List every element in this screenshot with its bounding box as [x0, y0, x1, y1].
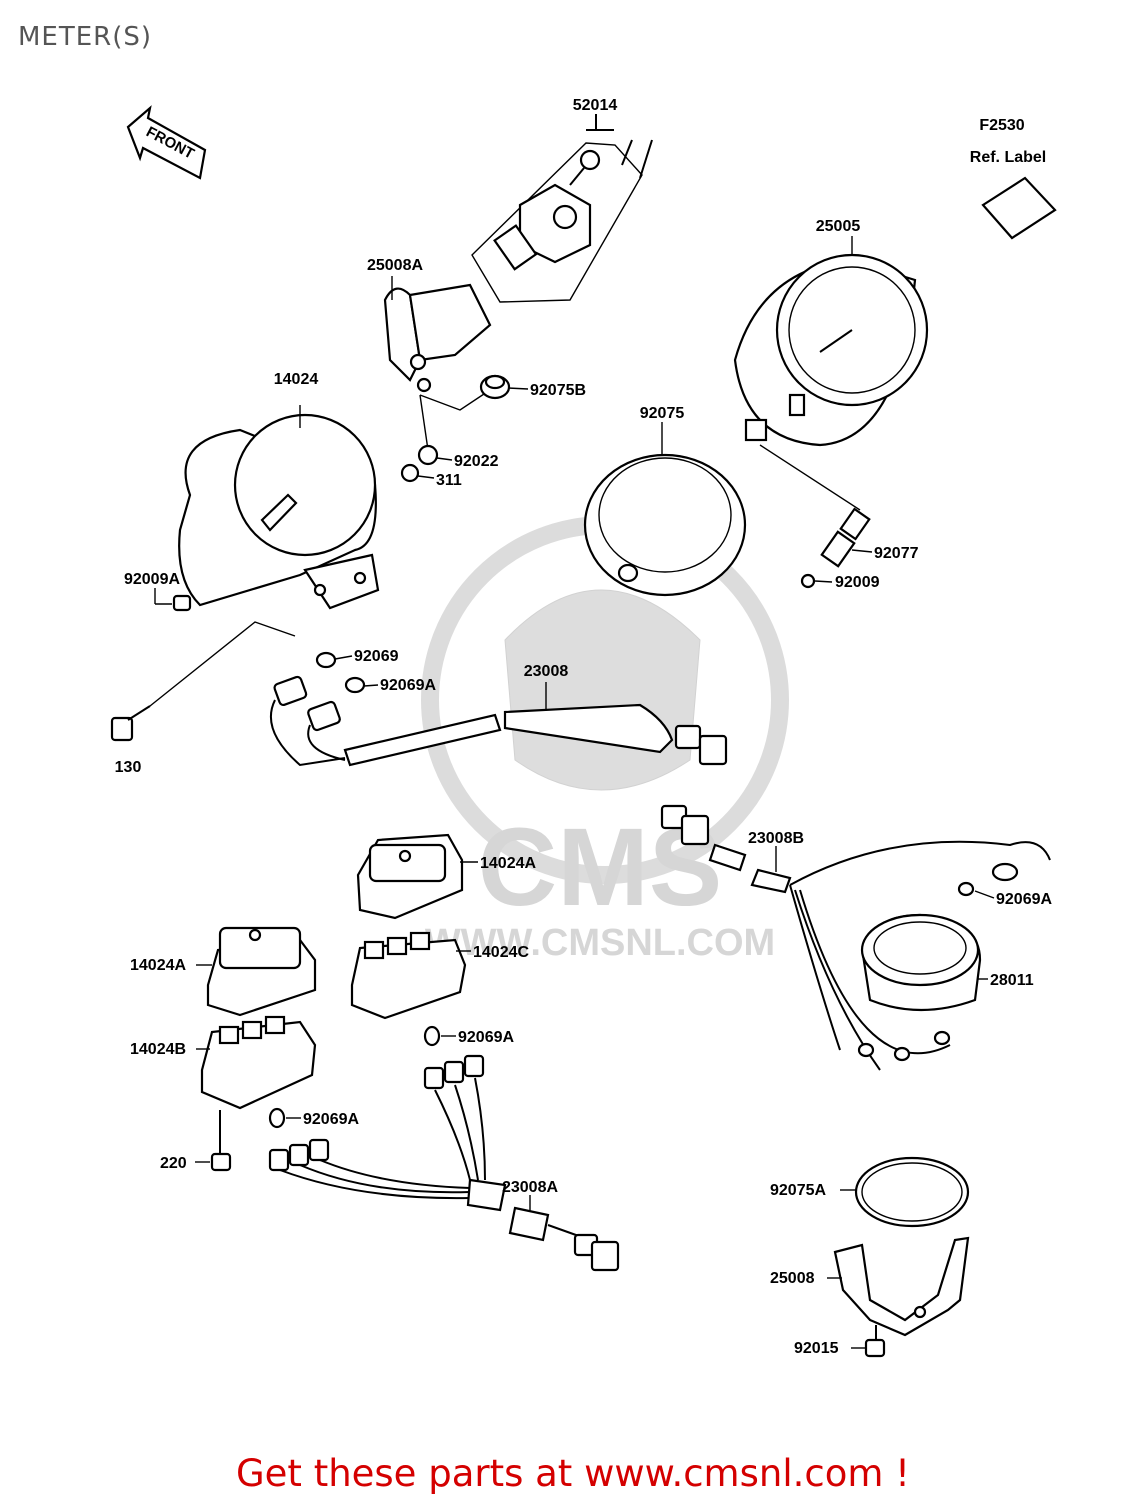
part-14024	[178, 405, 380, 610]
part-14024B	[200, 1015, 317, 1110]
callout-23008B: 23008B	[748, 830, 804, 847]
callout-23008A: 23008A	[502, 1179, 558, 1196]
ref-label-icon	[981, 176, 1057, 240]
callout-92077: 92077	[874, 545, 919, 562]
callout-92069A-c: 92069A	[458, 1029, 514, 1046]
callout-92015: 92015	[794, 1340, 839, 1357]
part-92009A	[154, 588, 192, 612]
front-arrow: FRONT	[126, 105, 207, 180]
part-92075	[583, 422, 747, 597]
callout-14024A-a: 14024A	[480, 855, 536, 872]
part-92075B	[479, 374, 511, 400]
callout-52014: 52014	[573, 97, 618, 114]
callout-220: 220	[160, 1155, 187, 1172]
part-92022-311	[400, 444, 439, 483]
callout-92009A: 92009A	[124, 571, 180, 588]
callout-92069A-d: 92069A	[303, 1111, 359, 1128]
part-23008B	[660, 804, 1051, 1071]
part-14024A-lower	[206, 926, 317, 1017]
callout-25008: 25008	[770, 1270, 815, 1287]
callout-92009: 92009	[835, 574, 880, 591]
part-130	[110, 621, 296, 742]
part-25008A	[383, 283, 492, 451]
callout-14024: 14024	[274, 371, 319, 388]
part-52014	[471, 114, 653, 303]
callout-92075B: 92075B	[530, 382, 586, 399]
callout-labels: 52014 25008A 92075B 14024 92022 311 2500…	[115, 97, 1053, 1357]
callout-92022: 92022	[454, 453, 499, 470]
part-92069A-bulbs	[268, 1025, 441, 1129]
callout-23008: 23008	[524, 663, 569, 680]
callout-25008A: 25008A	[367, 257, 423, 274]
part-14024C	[350, 931, 467, 1020]
callout-92069A-a: 92069A	[380, 677, 436, 694]
ref-label-block: F2530 Ref. Label	[970, 117, 1057, 240]
part-92075A	[854, 1156, 970, 1228]
ref-label-text: Ref. Label	[970, 149, 1046, 166]
figure-ref: F2530	[979, 117, 1024, 134]
callout-25005: 25005	[816, 218, 861, 235]
callout-92069A-b: 92069A	[996, 891, 1052, 908]
callout-28011: 28011	[990, 972, 1034, 989]
part-23008	[269, 651, 728, 767]
part-220	[210, 1110, 232, 1172]
part-14024A-upper	[356, 833, 464, 920]
part-92015	[864, 1325, 886, 1358]
watermark-url: WWW.CMSNL.COM	[425, 922, 775, 964]
part-92009	[800, 573, 816, 589]
part-25005	[733, 236, 929, 511]
callout-92069: 92069	[354, 648, 399, 665]
footer-promo-link[interactable]: Get these parts at www.cmsnl.com !	[235, 1452, 910, 1495]
page-title: METER(S)	[18, 22, 153, 52]
cms-watermark: CMS WWW.CMSNL.COM	[421, 516, 789, 964]
callout-92075A: 92075A	[770, 1182, 826, 1199]
callout-14024A-b: 14024A	[130, 957, 186, 974]
part-23008A	[268, 1054, 620, 1272]
callout-14024C: 14024C	[473, 944, 529, 961]
callout-14024B: 14024B	[130, 1041, 186, 1058]
callout-92075: 92075	[640, 405, 685, 422]
callout-130: 130	[115, 759, 142, 776]
part-25008	[833, 1236, 970, 1337]
callout-311: 311	[436, 472, 462, 489]
part-28011	[860, 913, 982, 1012]
part-92077	[820, 507, 871, 568]
